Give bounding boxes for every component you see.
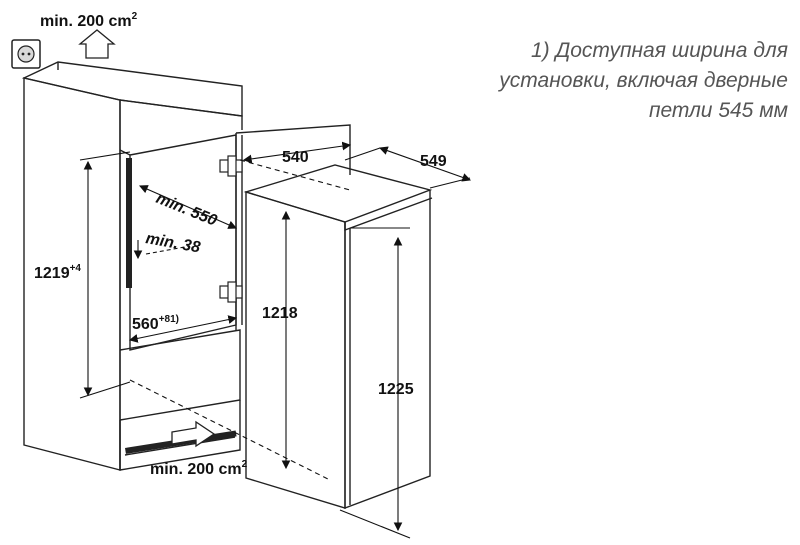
niche-depth-label: min. 550 bbox=[154, 190, 220, 230]
appliance-height-label: 1218 bbox=[262, 305, 298, 322]
niche-back-strip bbox=[126, 158, 132, 288]
vent-top-label: min. 200 cm2 bbox=[40, 11, 138, 30]
footnote-line: 1) Доступная ширина для bbox=[530, 39, 788, 62]
appliance-width-label: 540 bbox=[282, 149, 309, 166]
appliance-depth-label: 549 bbox=[420, 153, 447, 170]
appliance-height-door-label: 1225 bbox=[378, 381, 414, 398]
niche-height-label: 1219+4 bbox=[34, 263, 81, 282]
appliance-front bbox=[344, 190, 431, 510]
cabinet-top bbox=[21, 61, 243, 117]
appliance-top bbox=[243, 164, 433, 223]
dimension-lines bbox=[79, 141, 472, 539]
niche-width-label: 560+81) bbox=[132, 314, 179, 333]
hinge-icon bbox=[219, 155, 243, 303]
footnote-line: установки, включая дверные bbox=[499, 69, 788, 92]
vent-right-arrow-icon bbox=[171, 420, 216, 448]
appliance-side bbox=[245, 191, 346, 509]
cabinet-plinth bbox=[119, 329, 241, 421]
power-socket-icon bbox=[11, 39, 41, 69]
footnote-line: петли 545 мм bbox=[648, 99, 788, 122]
footnote: 1) Доступная ширина для установки, включ… bbox=[428, 36, 788, 126]
vent-bottom-label: min. 200 cm2 bbox=[150, 459, 248, 478]
vent-up-arrow-icon bbox=[78, 29, 116, 59]
